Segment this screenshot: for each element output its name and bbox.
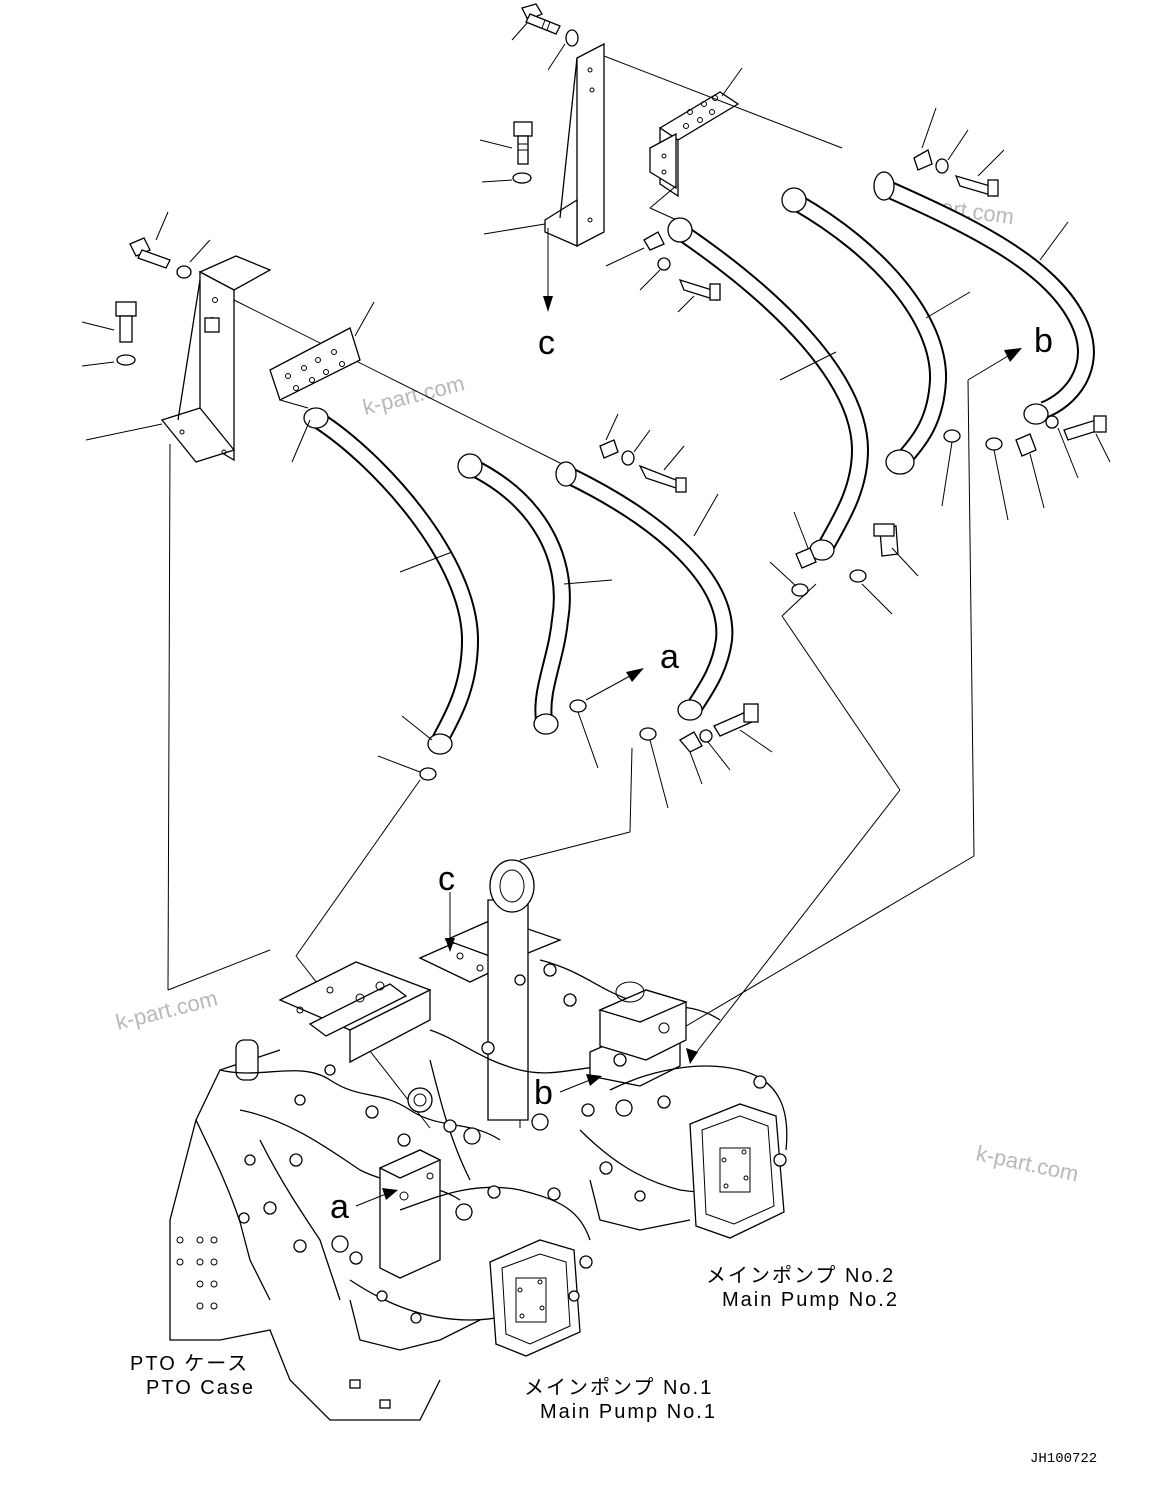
bolt-left-top: [129, 237, 171, 269]
watermark-center: k-part.com: [360, 370, 467, 419]
bolt-left-mid: [115, 301, 137, 343]
callout-b-upper: b: [1034, 322, 1053, 360]
o-ring-2: [569, 699, 587, 713]
o-ring-6: [985, 437, 1003, 451]
left-center-plate: [269, 301, 375, 409]
watermark-right: k-part.com: [974, 1140, 1081, 1186]
callout-c-upper: c: [538, 324, 555, 362]
hose-2: a: [457, 453, 679, 769]
main-pump-1: [349, 1149, 593, 1357]
lower-callouts: c b a: [330, 860, 602, 1226]
label-main-pump-2-jp: メインポンプ No.2: [706, 1264, 895, 1287]
callout-a-lower: a: [330, 1188, 349, 1226]
hose-6: b: [675, 107, 1111, 1033]
hose-1: [291, 407, 480, 781]
top-bracket-assembly: c: [479, 3, 605, 362]
label-pto-case-jp: PTO ケース: [130, 1353, 249, 1375]
top-right-plate: [603, 55, 843, 227]
vertical-bracket-top: [544, 42, 605, 248]
label-main-pump-2-en: Main Pump No.2: [722, 1289, 899, 1311]
manifold: [278, 859, 562, 1121]
o-ring-5: [943, 429, 961, 443]
o-ring-3: [639, 727, 657, 741]
label-pto-case-en: PTO Case: [146, 1377, 255, 1399]
watermark-left: k-part.com: [113, 985, 220, 1034]
callout-c-lower: c: [438, 860, 455, 898]
hose-3: [555, 413, 773, 809]
pump-assembly: c b a: [169, 859, 788, 1421]
label-main-pump-1-en: Main Pump No.1: [540, 1401, 717, 1423]
component-labels: メインポンプ No.2 Main Pump No.2 メインポンプ No.1 M…: [130, 1264, 899, 1423]
bolt-top: [521, 3, 561, 35]
washer-left-top: [176, 265, 192, 279]
o-ring-4: [791, 583, 809, 597]
bolt-mid: [513, 121, 533, 165]
callout-b-lower: b: [534, 1074, 553, 1112]
washer-mid: [512, 172, 532, 184]
washer-left-mid: [116, 354, 136, 366]
label-main-pump-1-jp: メインポンプ No.1: [524, 1376, 713, 1399]
callout-a-upper: a: [660, 638, 679, 676]
left-bracket-assembly: [81, 211, 567, 467]
housing-body: [219, 959, 721, 1301]
o-ring-1: [419, 767, 437, 781]
hose-5: [686, 187, 971, 1064]
hose-4: [605, 217, 870, 597]
pto-case: [169, 1039, 441, 1421]
main-pump-2: [579, 981, 788, 1239]
vertical-bracket-left: [160, 255, 272, 463]
document-id: JH100722: [1030, 1451, 1097, 1467]
washer-top: [565, 29, 579, 47]
